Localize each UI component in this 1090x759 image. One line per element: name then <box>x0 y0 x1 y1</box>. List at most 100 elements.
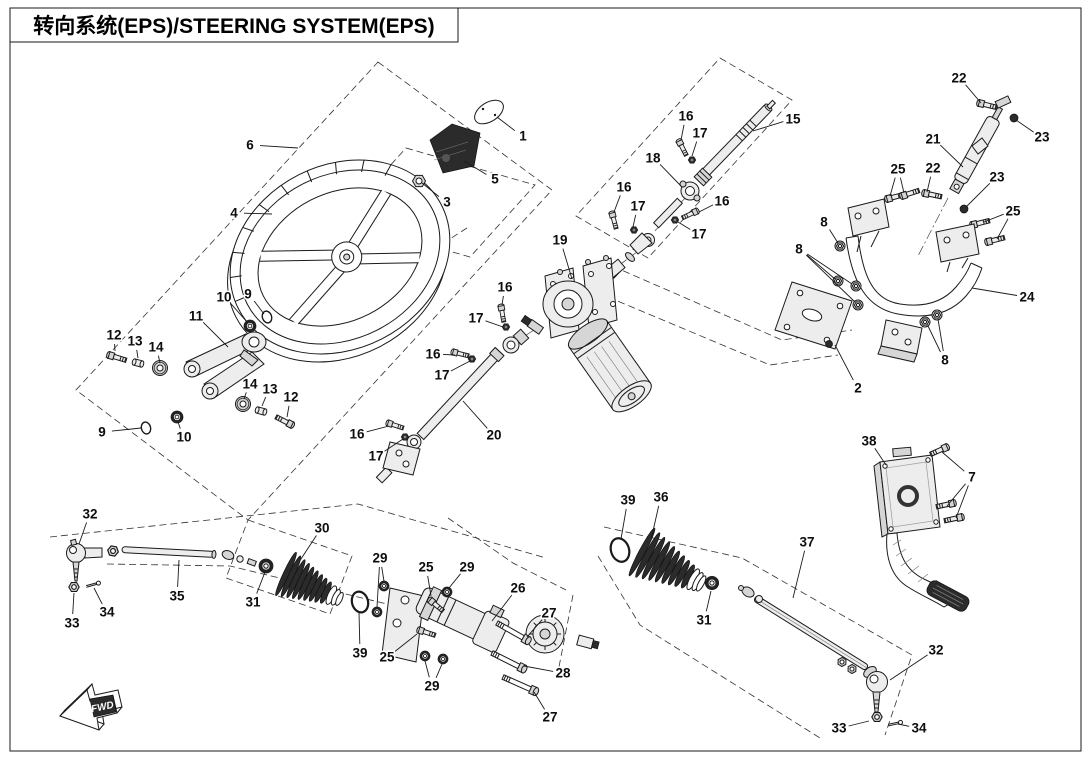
rod-end-left <box>66 538 103 582</box>
callout-number-14: 14 <box>148 340 164 355</box>
callout-number-13: 13 <box>127 334 143 349</box>
callout-14: 14 <box>241 375 259 400</box>
callout-8: 8 <box>794 240 856 303</box>
u-joint-upper <box>679 180 701 202</box>
callout-17: 17 <box>629 197 647 228</box>
callout-9: 9 <box>243 285 265 315</box>
horn-pad <box>429 123 481 174</box>
callout-20: 20 <box>462 400 503 444</box>
callout-13: 13 <box>261 380 279 407</box>
washer-10 <box>169 409 185 425</box>
callout-number-28: 28 <box>555 666 571 681</box>
callout-number-33: 33 <box>64 616 80 631</box>
link-shaft <box>652 197 684 229</box>
callout-number-32: 32 <box>82 507 97 522</box>
upper-steering-shaft <box>698 99 777 180</box>
wheel-nut <box>411 174 427 188</box>
rack-bracket <box>381 587 425 663</box>
washer-31 <box>704 575 720 591</box>
callout-number-8: 8 <box>941 353 949 368</box>
callout-10: 10 <box>175 421 193 446</box>
callout-38: 38 <box>860 432 887 466</box>
tie-rod-left <box>106 544 258 567</box>
callout-11: 11 <box>187 307 229 348</box>
callout-number-36: 36 <box>653 490 669 505</box>
callout-12: 12 <box>282 388 300 418</box>
bolt-16 <box>497 303 508 323</box>
washer-29 <box>437 652 449 666</box>
callout-number-27: 27 <box>542 710 557 725</box>
callout-number-16: 16 <box>425 347 441 362</box>
callout-number-7: 7 <box>968 470 976 485</box>
fwd-label: FWD <box>90 700 115 715</box>
callout-number-16: 16 <box>678 109 694 124</box>
callout-number-39: 39 <box>620 493 635 508</box>
washer-10 <box>242 318 258 334</box>
bolt-16 <box>449 347 470 360</box>
callout-number-10: 10 <box>216 290 231 305</box>
bolt-25 <box>898 186 921 201</box>
bushing-14 <box>235 396 251 412</box>
callout-28: 28 <box>523 664 572 682</box>
callout-16: 16 <box>677 107 695 141</box>
callout-number-10: 10 <box>176 430 191 445</box>
callout-number-24: 24 <box>1019 290 1035 305</box>
bolt-16 <box>680 206 701 222</box>
tie-rod-right <box>738 585 869 676</box>
callout-number-38: 38 <box>861 434 877 449</box>
callout-33: 33 <box>830 719 870 737</box>
callout-16: 16 <box>348 425 390 443</box>
retainer-ring-39 <box>350 590 370 614</box>
callout-number-5: 5 <box>491 172 499 187</box>
callout-27: 27 <box>526 604 558 638</box>
lower-steering-shaft <box>416 346 505 441</box>
retainer-ring-39 <box>609 537 631 563</box>
callout-36: 36 <box>650 488 670 541</box>
callout-22: 22 <box>950 69 982 104</box>
bolt-12 <box>273 413 297 430</box>
callout-number-8: 8 <box>795 242 803 257</box>
callout-number-25: 25 <box>1005 204 1021 219</box>
callout-number-18: 18 <box>645 151 661 166</box>
nut-17 <box>501 323 511 331</box>
nut-8 <box>919 316 931 328</box>
callout-number-32: 32 <box>928 643 943 658</box>
construction-lines <box>49 57 913 739</box>
washer-29 <box>378 579 390 593</box>
cotter-pin-34 <box>85 580 102 588</box>
callout-25: 25 <box>417 558 435 597</box>
callout-number-34: 34 <box>911 721 927 736</box>
callout-25: 25 <box>889 160 907 197</box>
callout-14: 14 <box>147 338 165 364</box>
callout-24: 24 <box>971 287 1036 306</box>
callout-34: 34 <box>93 587 116 621</box>
callout-number-16: 16 <box>497 280 513 295</box>
callout-23: 23 <box>965 168 1006 208</box>
callout-39: 39 <box>619 491 637 540</box>
nut-8 <box>931 309 943 321</box>
bolt-25 <box>983 233 1006 247</box>
callout-32: 32 <box>889 641 945 681</box>
callout-32: 32 <box>78 505 99 545</box>
callout-number-25: 25 <box>890 162 906 177</box>
callout-number-17: 17 <box>630 199 645 214</box>
bolt-16 <box>607 209 620 230</box>
callout-21: 21 <box>924 130 964 168</box>
nut-8 <box>834 240 846 252</box>
callout-number-19: 19 <box>552 233 567 248</box>
mount-bracket-11 <box>183 331 267 400</box>
rack-gearbox <box>415 586 600 654</box>
bolt-28 <box>489 648 529 675</box>
callout-number-6: 6 <box>246 138 254 153</box>
callout-12: 12 <box>105 326 123 352</box>
washer-29 <box>441 585 453 599</box>
callout-31: 31 <box>695 590 713 629</box>
callout-17: 17 <box>467 309 504 328</box>
callout-16: 16 <box>424 345 456 363</box>
callout-number-11: 11 <box>189 309 204 324</box>
mount-plate-2 <box>774 281 853 350</box>
callout-35: 35 <box>168 559 186 605</box>
callout-number-17: 17 <box>368 449 383 464</box>
